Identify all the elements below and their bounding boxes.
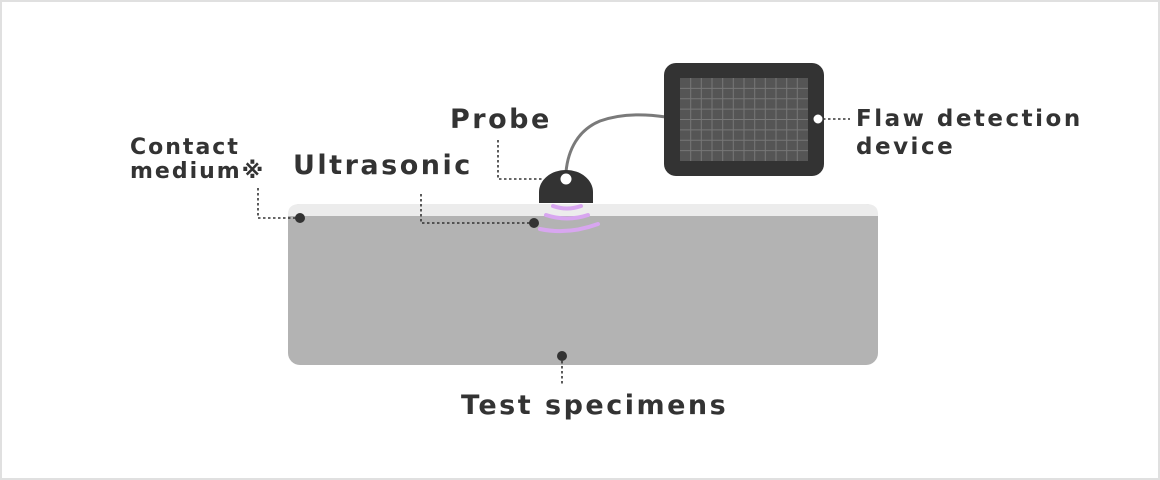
ultrasonic-marker bbox=[529, 218, 539, 228]
contact-medium-layer bbox=[288, 204, 878, 216]
device-screen-grid bbox=[680, 78, 808, 161]
probe-body bbox=[539, 170, 593, 203]
ultrasonic-wave-2 bbox=[544, 213, 590, 221]
test-specimen-block bbox=[288, 204, 878, 365]
contact-medium-label-line2: medium※ bbox=[130, 159, 266, 184]
ultrasonic-wave-3 bbox=[538, 222, 600, 234]
flaw-detection-device-label-line2: device bbox=[856, 134, 956, 160]
test-specimens-marker bbox=[557, 351, 567, 361]
test-specimens-label: Test specimens bbox=[461, 390, 729, 421]
ultrasonic-label: Ultrasonic bbox=[293, 150, 473, 181]
probe-connector-dot bbox=[560, 173, 572, 185]
probe-label: Probe bbox=[450, 104, 552, 135]
contact-medium-label-line1: Contact bbox=[130, 135, 240, 160]
flaw-device-marker bbox=[812, 113, 824, 125]
leader-line-probe bbox=[497, 140, 543, 180]
flaw-detection-device-label-line1: Flaw detection bbox=[856, 106, 1083, 132]
probe-cable bbox=[564, 113, 667, 173]
ultrasonic-waves bbox=[538, 204, 600, 234]
probe bbox=[539, 170, 593, 203]
ultrasonic-wave-1 bbox=[551, 204, 583, 211]
leader-line-contact-medium bbox=[257, 188, 300, 219]
flaw-detection-device bbox=[664, 63, 824, 176]
contact-medium-marker bbox=[295, 213, 305, 223]
